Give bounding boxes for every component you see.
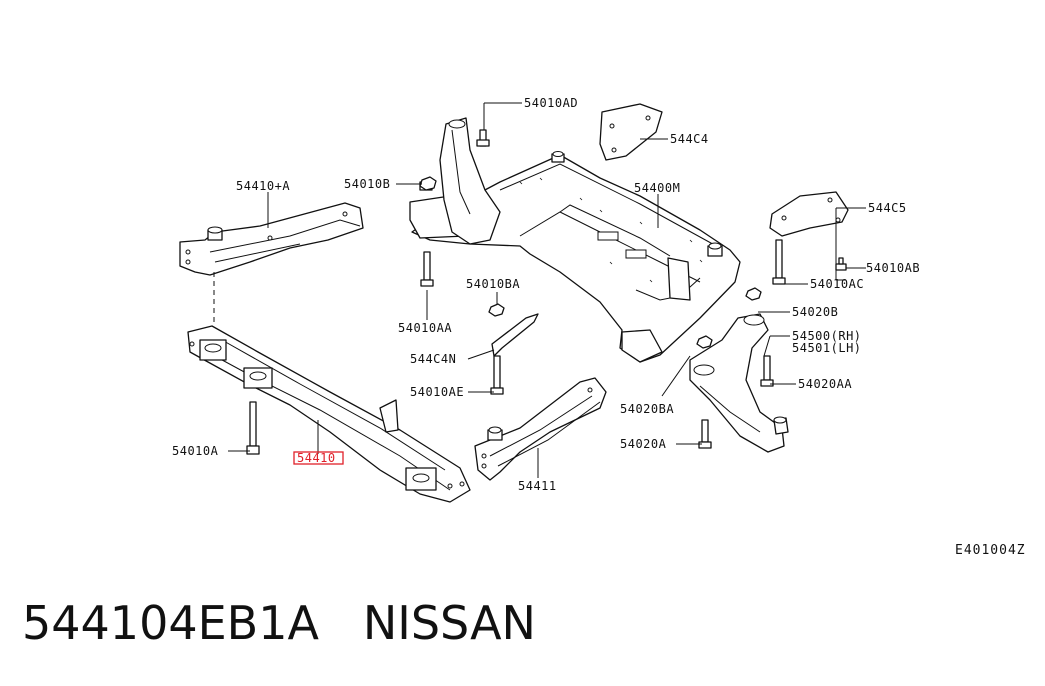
nut-54020ba[interactable] [696, 335, 713, 349]
callout-54010ad[interactable]: 54010AD [524, 96, 578, 110]
callout-54010aa[interactable]: 54010AA [398, 321, 452, 335]
callout-54411[interactable]: 54411 [518, 479, 557, 493]
member-54410[interactable] [187, 325, 471, 503]
brand-name: NISSAN [362, 596, 536, 650]
leader-lines [228, 102, 866, 478]
bolt-54010a[interactable] [246, 401, 260, 455]
bolt-54010ac[interactable] [772, 239, 786, 285]
callout-54010a[interactable]: 54010A [172, 444, 219, 458]
callout-54400m[interactable]: 54400M [634, 181, 680, 195]
callout-54010ac[interactable]: 54010AC [810, 277, 864, 291]
callout-54500-rh[interactable]: 54500(RH) [792, 329, 862, 343]
part-number: 544104EB1A [22, 596, 319, 650]
callout-54410[interactable]: 54410 [297, 451, 336, 465]
callout-544c4[interactable]: 544C4 [670, 132, 709, 146]
footer-caption: 544104EB1A NISSAN [22, 596, 536, 650]
callout-54020ba[interactable]: 54020BA [620, 402, 674, 416]
nut-54020b[interactable] [745, 287, 762, 301]
bracket-544c5[interactable] [769, 191, 849, 237]
callout-54410-highlighted[interactable]: 54410 [293, 451, 344, 465]
lower-arm-54500[interactable] [689, 313, 789, 453]
bracket-544c4n[interactable] [491, 313, 539, 357]
bolt-54020a[interactable] [698, 419, 712, 449]
callout-54020b[interactable]: 54020B [792, 305, 838, 319]
bracket-544c4[interactable] [599, 103, 663, 161]
callout-54020aa[interactable]: 54020AA [798, 377, 852, 391]
callout-54501-lh[interactable]: 54501(LH) [792, 341, 862, 355]
member-54411[interactable] [474, 377, 607, 481]
callout-54010b[interactable]: 54010B [344, 177, 390, 191]
bolt-54010ae[interactable] [490, 355, 504, 395]
member-54410-a[interactable] [179, 202, 364, 276]
crossmember-54400m[interactable] [409, 117, 741, 363]
nut-54010ba[interactable] [488, 303, 505, 317]
callout-54010ba[interactable]: 54010BA [466, 277, 520, 291]
callout-544c4n[interactable]: 544C4N [410, 352, 456, 366]
bolt-54010aa[interactable] [420, 251, 434, 287]
nut-54010b[interactable] [419, 176, 437, 191]
callout-labels: 54010AD 544C4 54410+A 54010B 54400M 544C… [172, 96, 920, 493]
callout-54020a[interactable]: 54020A [620, 437, 667, 451]
bolt-54020aa[interactable] [760, 355, 774, 387]
callout-544c5[interactable]: 544C5 [868, 201, 907, 215]
bolt-54010ab[interactable] [835, 257, 847, 271]
callout-54010ae[interactable]: 54010AE [410, 385, 464, 399]
diagram-code: E401004Z [955, 543, 1026, 558]
callout-54010ab[interactable]: 54010AB [866, 261, 920, 275]
callout-54410-a[interactable]: 54410+A [236, 179, 290, 193]
bolt-54010ad[interactable] [476, 129, 490, 147]
